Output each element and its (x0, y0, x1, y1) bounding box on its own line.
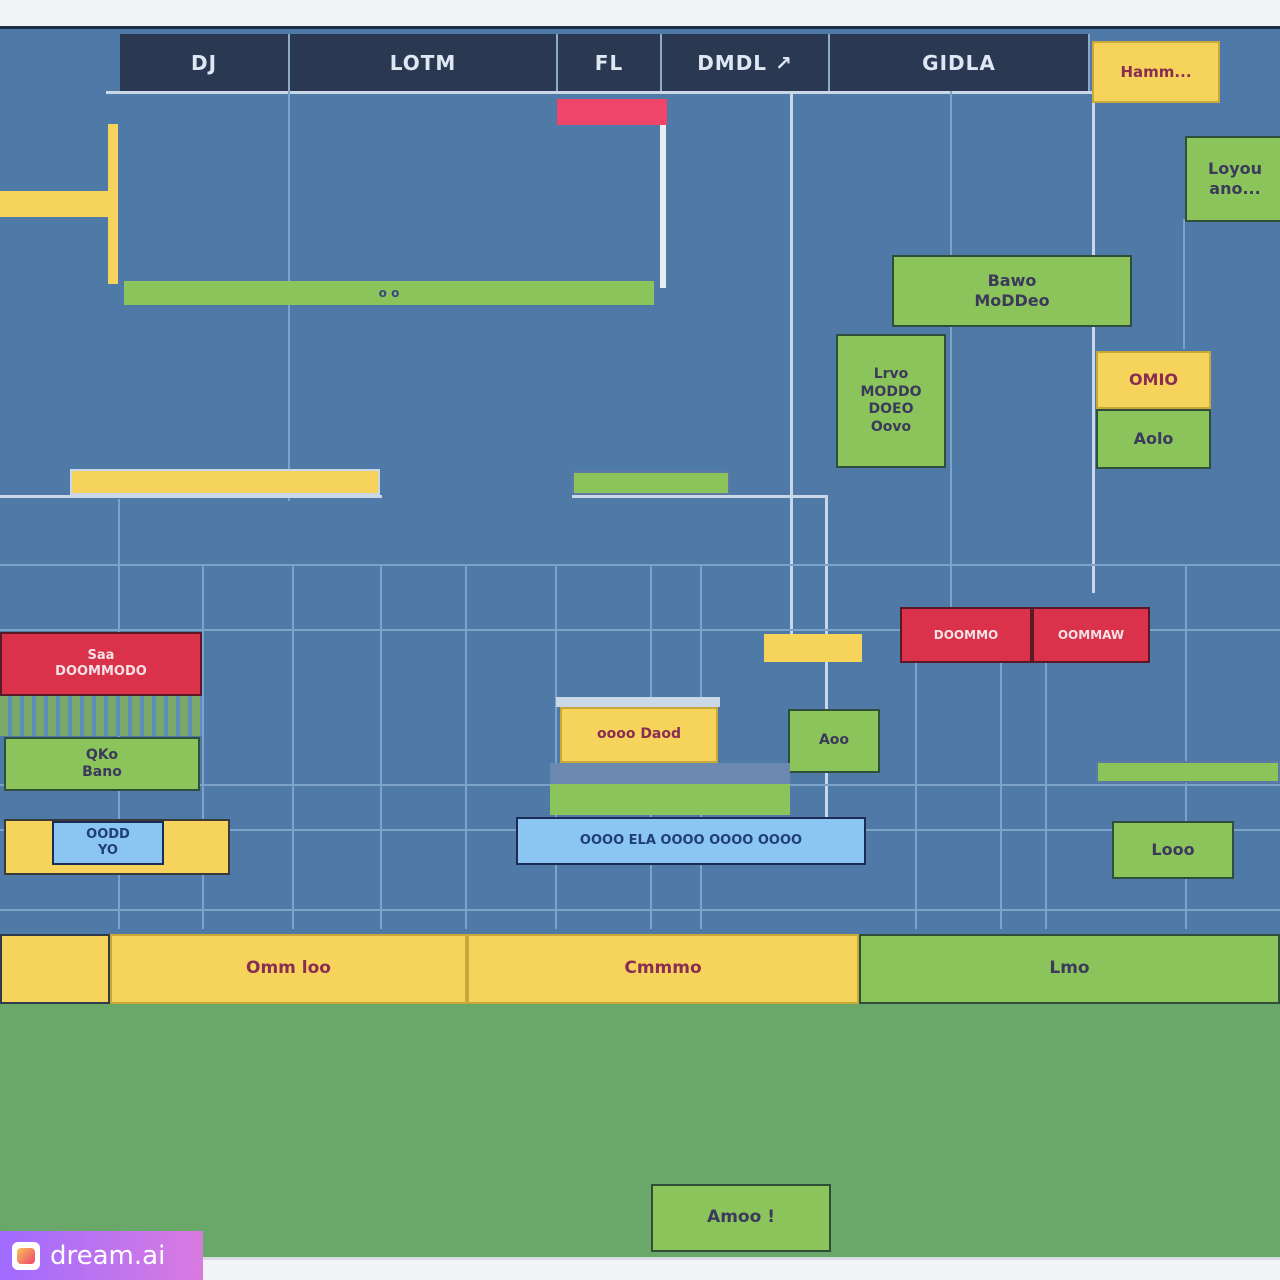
corner-tag[interactable]: Hamm... (1092, 41, 1220, 103)
center-yellow-box[interactable]: oooo Daod (560, 707, 718, 763)
dream-logo-icon (12, 1241, 40, 1270)
grid-v-c (1183, 219, 1185, 349)
right-thin-green (1096, 761, 1280, 783)
grid-v-b (950, 91, 952, 631)
header-col-5[interactable]: GIDLA (830, 34, 1090, 92)
grid-v-5 (465, 564, 467, 929)
bottom-left-yellow[interactable]: Omm loo (110, 934, 467, 1004)
top-right-note[interactable]: Loyou ano... (1185, 136, 1280, 222)
grid-v-3 (292, 564, 294, 929)
bracket-left-bar (108, 124, 118, 284)
connector-h1 (572, 495, 828, 498)
bottom-center-yellow[interactable]: Cmmmo (467, 934, 859, 1004)
bottom-right-green[interactable]: Lmo (859, 934, 1280, 1004)
bottom-yellow-stub (0, 934, 110, 1004)
diagram-canvas: DJ LOTM FL DMDL ↗ GIDLA Hamm... o o Loyo… (0, 26, 1280, 1260)
left-green-box[interactable]: QKo Bano (4, 737, 200, 791)
grid-h-1 (0, 564, 1280, 566)
grid-v-10 (1000, 629, 1002, 929)
bottom-band (0, 1004, 1280, 1257)
grid-v-6 (555, 564, 557, 929)
center-blue-bar[interactable]: OOOO ELA OOOO OOOO OOOO (516, 817, 866, 865)
mid-green-a[interactable]: Bawo MoDDeo (892, 255, 1132, 327)
red-pair-left[interactable]: DOOMMO (900, 607, 1032, 663)
header-col-3[interactable]: FL (558, 34, 662, 92)
left-blue-box[interactable]: OODD YO (52, 821, 164, 865)
mid-green-b[interactable]: Lrvo MODDO DOEO Oovo (836, 334, 946, 468)
left-red-box[interactable]: Saa DOOMMODO (0, 632, 202, 696)
header-col-2[interactable]: LOTM (290, 34, 558, 92)
footer-green-box[interactable]: Amoo ! (651, 1184, 831, 1252)
center-base (550, 763, 790, 815)
connector-v3 (1092, 103, 1095, 593)
small-yellow-tag (764, 634, 862, 662)
grid-h-2 (0, 629, 1280, 631)
grid-v-12 (1185, 564, 1187, 929)
grid-v-9 (915, 629, 917, 929)
mid-yellow-bar[interactable] (70, 469, 380, 495)
header-col-4[interactable]: DMDL ↗ (662, 34, 830, 92)
left-striped-bar (0, 696, 202, 736)
grid-h-5 (0, 909, 1280, 911)
center-cap (556, 697, 720, 707)
watermark: dream.ai (0, 1231, 203, 1280)
connector-v2 (825, 497, 828, 847)
top-green-bar[interactable]: o o (124, 281, 654, 305)
right-green-small[interactable]: Looo (1112, 821, 1234, 879)
bracket-stub (0, 191, 112, 217)
right-yellow-box[interactable]: OMIO (1096, 351, 1211, 409)
grid-v-4 (380, 564, 382, 929)
watermark-text: dream.ai (50, 1240, 166, 1271)
mid-left-line (0, 495, 382, 498)
header-col-1[interactable]: DJ (120, 34, 290, 92)
grid-v-11 (1045, 629, 1047, 929)
red-pair-right[interactable]: OOMMAW (1032, 607, 1150, 663)
right-green-box[interactable]: Aolo (1096, 409, 1211, 469)
bracket-right-bar (660, 124, 666, 288)
grid-v-2 (202, 564, 204, 929)
connector-v1 (790, 91, 793, 661)
small-green-box[interactable]: Aoo (788, 709, 880, 773)
pink-marker (557, 99, 667, 125)
header-underline (106, 91, 1092, 94)
mid-green-bar[interactable] (572, 471, 730, 495)
